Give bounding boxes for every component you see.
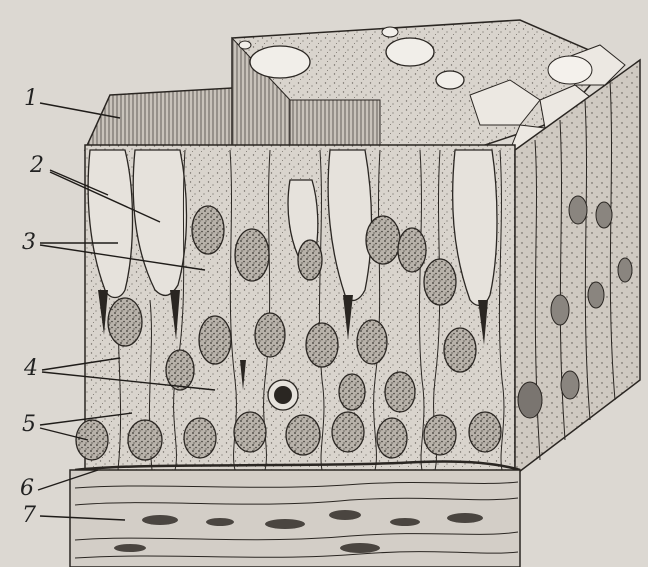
lymphocyte <box>268 380 298 410</box>
label-7: 7 <box>22 505 36 527</box>
label-6: 6 <box>20 478 34 500</box>
label-1: 1 <box>24 88 38 110</box>
label-3: 3 <box>22 232 36 254</box>
label-4: 4 <box>24 358 38 380</box>
label-5: 5 <box>22 414 36 436</box>
label-2: 2 <box>30 155 44 177</box>
